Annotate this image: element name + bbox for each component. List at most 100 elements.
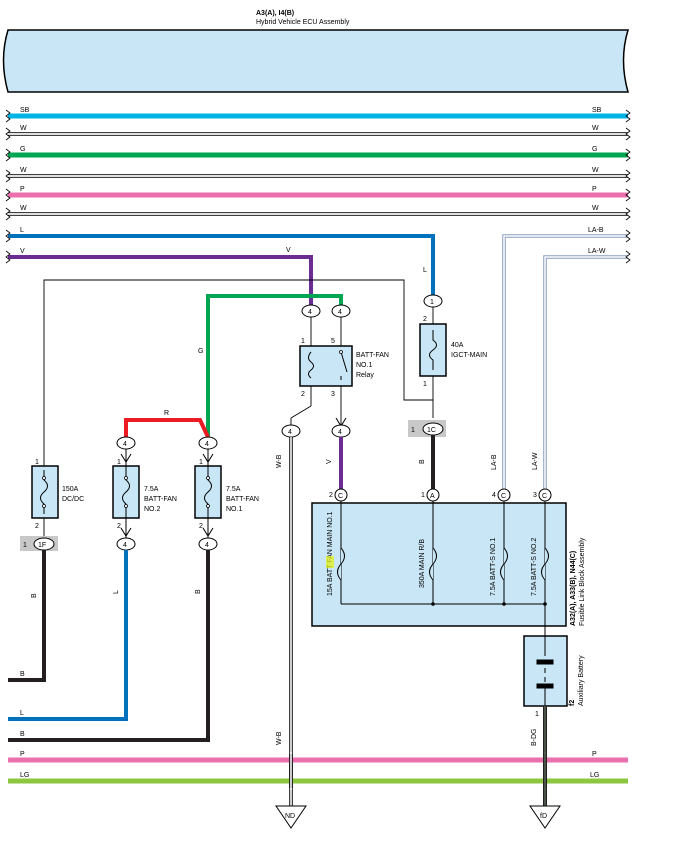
bus-label-right-0: SB (592, 107, 602, 114)
fan2-name1: BATT-FAN (144, 496, 177, 503)
conn-fan1-bottom-pin: 4 (205, 542, 209, 549)
relay-pin3: 3 (331, 391, 335, 398)
conn-1c-pin: 1 (411, 427, 415, 434)
ground-label-left: ND (285, 813, 295, 820)
wire-label-la-b: LA-B (491, 454, 498, 470)
fl-conn-0-label: C (338, 493, 343, 500)
wire-label-v-top: V (286, 247, 291, 254)
bus-label-left-0: SB (20, 107, 30, 114)
relay-pin1: 1 (301, 338, 305, 345)
dcdc-pin-top: 1 (35, 459, 39, 466)
relay-name3: Relay (356, 372, 374, 379)
bus-wire-l (8, 234, 435, 296)
relay-box (299, 345, 353, 387)
wire-label-g: G (198, 348, 203, 355)
fl-label-1: 350A MAIN R/B (419, 539, 426, 588)
conn-fan2-top-pin: 4 (123, 441, 127, 448)
conn-1c-label: 1C (427, 427, 436, 434)
bus-label-right-3: W (592, 167, 599, 174)
fan1-pin-top: 1 (199, 459, 203, 466)
fl-name: Fusible Link Block Assembly (579, 537, 586, 626)
fan2-pin-bottom: 2 (117, 523, 121, 530)
fan2-pin-top: 1 (117, 459, 121, 466)
conn-relay-out-pin: 4 (338, 429, 342, 436)
relay-pin5: 5 (331, 338, 335, 345)
fl-pin-1: 1 (421, 492, 425, 499)
bus-label-left-2: G (20, 146, 25, 153)
fl-pin-0: 2 (329, 492, 333, 499)
wire-label-r: R (164, 410, 169, 417)
fl-code: A32(A), A33(B), N44(C) (570, 551, 577, 626)
wire-b-dcdc (8, 550, 46, 682)
ground-label-right: fD (540, 813, 547, 820)
igct-rating: 40A (451, 342, 464, 349)
wire-r (124, 418, 210, 438)
battery-code: f2 (569, 700, 576, 706)
relay-name1: BATT-FAN (356, 352, 389, 359)
bottom-label-left-1: LG (20, 772, 29, 779)
fl-pin-2: 4 (492, 492, 496, 499)
wire-g (206, 294, 343, 437)
conn-wb-pin: 4 (288, 429, 292, 436)
fl-label-0-hl: FAN (327, 549, 334, 563)
fuse-dcdc (31, 465, 59, 519)
fan1-pin-bottom: 2 (199, 523, 203, 530)
bus-wire-v (8, 255, 313, 306)
fl-label-2: 7.5A BATT-S NO.1 (490, 538, 497, 596)
wire-label-bdg: B-DG (531, 729, 538, 747)
left-wire-label-1: L (20, 710, 24, 717)
conn-fan2-bottom-pin: 4 (123, 542, 127, 549)
fl-conn-3-label: C (542, 493, 547, 500)
relay-coil-icon (308, 351, 314, 379)
conn-relay-r-pin: 4 (338, 309, 342, 316)
battery-name: Auxiliary Battery (578, 655, 585, 706)
fl-label-3: 7.5A BATT-S NO.2 (531, 538, 538, 596)
wire-label-l-fan2: L (113, 590, 120, 594)
conn-igct-pin: 1 (430, 299, 434, 306)
fl-conn-2-label: C (501, 493, 506, 500)
conn-igct (423, 294, 443, 308)
wire-label-wb: W-B (276, 454, 283, 468)
bus-label-left-7: V (20, 248, 25, 255)
wire-b-fan1 (8, 550, 210, 742)
bottom-label-right-1: LG (590, 772, 599, 779)
wire-label-la-w: LA-W (532, 452, 539, 470)
conn-relay-l-pin: 4 (308, 309, 312, 316)
wire-label-l: L (423, 267, 427, 274)
bus-label-right-2: G (592, 146, 597, 153)
wire-label-wb-ground: W-B (276, 731, 283, 745)
igct-name: IGCT-MAIN (451, 352, 487, 359)
dcdc-name: DC/DC (62, 496, 84, 503)
fl-conn-1-label: A (430, 493, 435, 500)
bottom-label-right-0: P (592, 751, 597, 758)
ground-icon-right (529, 805, 561, 829)
fan2-rating: 7.5A (144, 486, 159, 493)
fl-label-0: 15A BATT FAN MAIN NO.1 (327, 511, 334, 596)
conn-fan1-top-pin: 4 (205, 441, 209, 448)
relay-name2: NO.1 (356, 362, 372, 369)
fl-pin-3: 3 (533, 492, 537, 499)
dcdc-pin-bottom: 2 (35, 523, 39, 530)
wire-label-b-main: B (419, 459, 426, 464)
fan2-name2: NO.2 (144, 506, 160, 513)
wire-l-fan2 (8, 550, 128, 721)
bus-label-right-1: W (592, 125, 599, 132)
igct-pin-bottom: 1 (423, 381, 427, 388)
igct-pin-top: 2 (423, 316, 427, 323)
ecu-name: Hybrid Vehicle ECU Assembly (256, 19, 350, 26)
fan1-rating: 7.5A (226, 486, 241, 493)
bus-label-right-4: P (592, 186, 597, 193)
dcdc-rating: 150A (62, 486, 79, 493)
bus-label-right-5: W (592, 205, 599, 212)
battery-pin: 1 (535, 711, 539, 718)
ground-icon-left (275, 805, 307, 829)
thin-wires (43, 279, 434, 468)
fusible-link-block (311, 502, 567, 627)
conn-relay-l (301, 304, 321, 318)
wire-label-v-relay: V (326, 459, 333, 464)
conn-relay-r (331, 304, 351, 318)
fan-highlight (326, 556, 334, 568)
bus-label-left-6: L (20, 227, 24, 234)
bus-label-right-6: LA-B (588, 227, 604, 234)
